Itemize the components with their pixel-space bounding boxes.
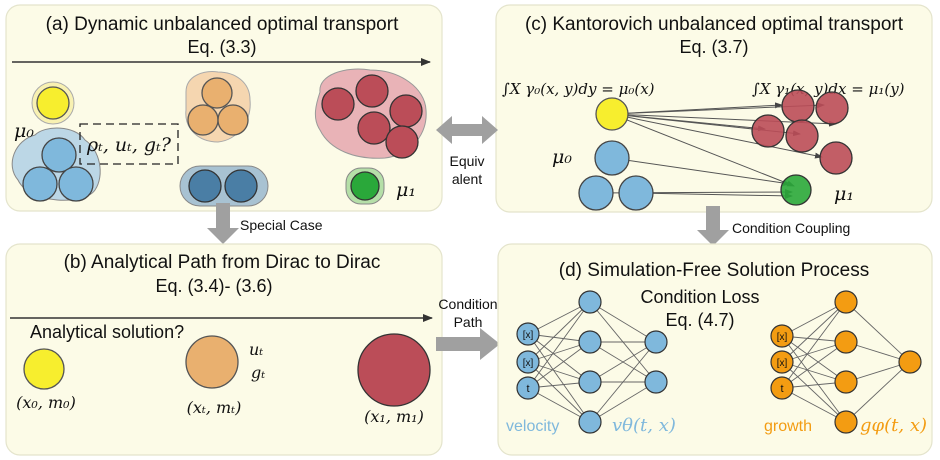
mu0-label: μ₀	[14, 120, 34, 142]
panel-b: (b) Analytical Path from Dirac to Dirac …	[5, 243, 443, 456]
red-cell	[389, 94, 423, 128]
condition-path-arrow	[436, 328, 500, 360]
marginal-constraint-0: ∫X γ₀(x, y)dy = μ₀(x)	[502, 80, 655, 98]
target-green-cell	[780, 174, 812, 206]
condition-path-line1: Condition	[438, 296, 497, 312]
double-arrow	[436, 116, 498, 144]
growth-function: gφ(t, x)	[860, 415, 927, 436]
mu1-label: μ₁	[396, 179, 416, 201]
growth-input-node	[770, 350, 794, 374]
analytical-question: Analytical solution?	[30, 322, 184, 342]
special-case-connector: Special Case	[207, 203, 323, 244]
condition-coupling-arrow	[697, 206, 729, 246]
dirac-start	[23, 348, 65, 390]
velocity-output-node	[644, 330, 668, 354]
velocity-network: [x] [x] t	[516, 290, 668, 434]
condition-coupling-connector: Condition Coupling	[697, 206, 850, 246]
panel-c-equation: Eq. (3.7)	[679, 37, 748, 57]
growth-output-node	[898, 350, 922, 374]
panel-d: (d) Simulation-Free Solution Process Con…	[497, 243, 933, 456]
start-label: (x₀, m₀)	[16, 393, 76, 412]
velocity-input-node	[516, 350, 540, 374]
dark-blue-cell	[188, 169, 222, 203]
velocity-hidden-node	[578, 370, 602, 394]
blue-cell	[58, 166, 94, 202]
target-red-cell	[781, 89, 815, 123]
growth-hidden-node	[834, 330, 858, 354]
dirac-end	[357, 333, 431, 407]
growth-hidden-node	[834, 290, 858, 314]
growth-network: [x] [x] t	[770, 290, 922, 434]
velocity-input-x-label: [x]	[523, 358, 534, 369]
growth-input-node	[770, 376, 794, 400]
source-blue-cell	[578, 175, 614, 211]
yellow-cell	[36, 86, 70, 120]
growth-input-x-label: [x]	[777, 332, 788, 343]
equivalent-connector: Equiv alent	[436, 116, 498, 187]
growth-label: growth	[764, 418, 812, 435]
panel-c-title: (c) Kantorovich unbalanced optimal trans…	[525, 14, 904, 35]
growth-hidden-node	[834, 370, 858, 394]
condition-path-connector: Condition Path	[436, 296, 500, 360]
target-red-cell	[785, 119, 819, 153]
panel-a-title: (a) Dynamic unbalanced optimal transport	[46, 14, 399, 35]
loss-title: Condition Loss	[640, 287, 759, 307]
end-label: (x₁, m₁)	[364, 407, 424, 426]
target-red-cell	[819, 141, 853, 175]
g-label: gₜ	[251, 363, 265, 382]
growth-input-x-label: [x]	[777, 358, 788, 369]
velocity-input-node	[516, 376, 540, 400]
green-cell	[350, 171, 380, 201]
target-red-cell	[751, 114, 785, 148]
velocity-input-node	[516, 322, 540, 346]
dark-blue-cell	[224, 169, 258, 203]
orange-cell	[217, 104, 249, 136]
special-case-arrow	[207, 203, 239, 244]
c-mu1-label: μ₁	[834, 183, 854, 205]
velocity-function: vθ(t, x)	[612, 415, 676, 436]
panel-a-equation: Eq. (3.3)	[187, 37, 256, 57]
source-yellow-cell	[595, 97, 629, 131]
red-cell	[321, 87, 355, 121]
velocity-output-node	[644, 370, 668, 394]
velocity-label: velocity	[506, 418, 559, 435]
source-blue-cell	[618, 175, 654, 211]
velocity-hidden-node	[578, 290, 602, 314]
mid-label: (xₜ, mₜ)	[187, 398, 242, 417]
c-mu0-label: μ₀	[552, 146, 572, 168]
blue-cell	[22, 166, 58, 202]
source-blue-cell	[594, 140, 630, 176]
red-cell	[357, 111, 391, 145]
growth-input-node	[770, 324, 794, 348]
equiv-label-line2: alent	[452, 171, 482, 187]
target-red-cell	[815, 91, 849, 125]
panel-c: (c) Kantorovich unbalanced optimal trans…	[495, 4, 933, 213]
condition-path-line2: Path	[454, 314, 483, 330]
panel-b-equation: Eq. (3.4)- (3.6)	[155, 276, 272, 296]
special-case-label: Special Case	[240, 217, 323, 233]
orange-cell	[187, 104, 219, 136]
question-text: ρₜ, uₜ, gₜ?	[86, 134, 172, 156]
velocity-input-x-label: [x]	[523, 330, 534, 341]
panel-d-title: (d) Simulation-Free Solution Process	[559, 260, 869, 281]
orange-cell	[201, 77, 233, 109]
question-box	[79, 123, 179, 165]
red-cell	[385, 125, 419, 159]
growth-input-t-label: t	[780, 383, 783, 395]
growth-hidden-node	[834, 410, 858, 434]
panel-b-title: (b) Analytical Path from Dirac to Dirac	[64, 252, 381, 273]
equiv-label-line1: Equiv	[449, 153, 484, 169]
velocity-hidden-node	[578, 330, 602, 354]
panel-a: (a) Dynamic unbalanced optimal transport…	[5, 4, 443, 212]
blue-cell	[41, 137, 77, 173]
u-label: uₜ	[249, 340, 263, 359]
loss-equation: Eq. (4.7)	[665, 310, 734, 330]
condition-coupling-label: Condition Coupling	[732, 220, 850, 236]
velocity-input-t-label: t	[526, 383, 529, 395]
velocity-hidden-node	[578, 410, 602, 434]
red-cell	[355, 74, 389, 108]
dirac-middle	[185, 335, 239, 389]
